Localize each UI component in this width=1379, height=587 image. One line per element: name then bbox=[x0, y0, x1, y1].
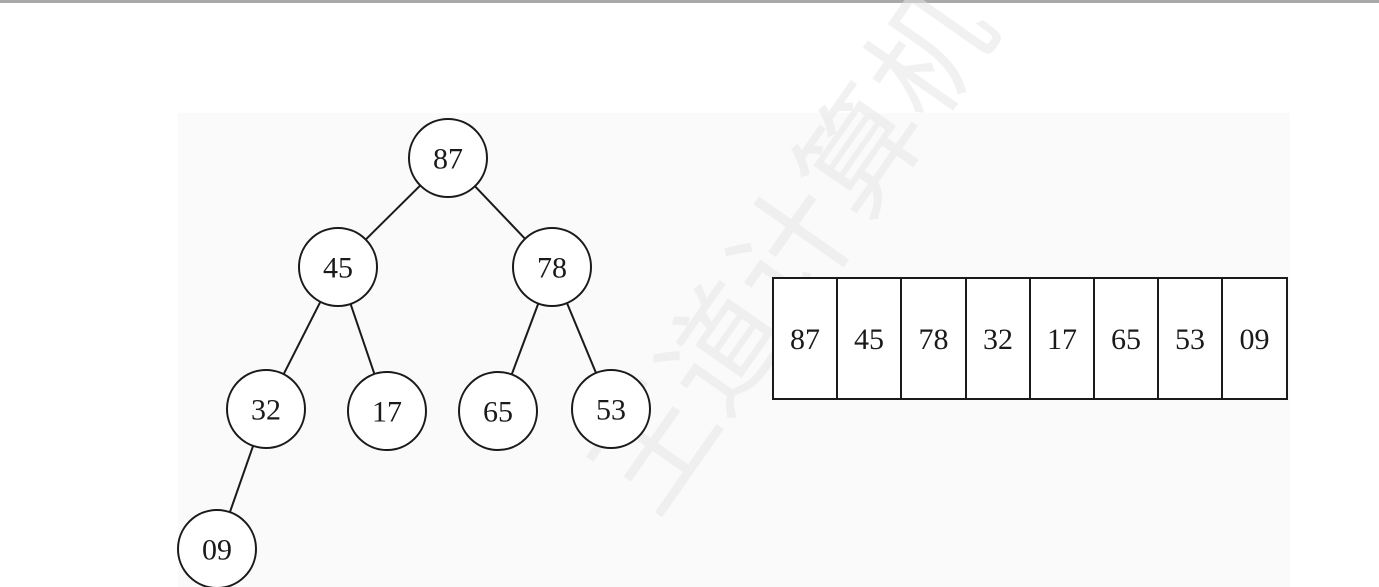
array-cell-5: 65 bbox=[1093, 277, 1159, 400]
tree-node-53: 53 bbox=[571, 369, 651, 449]
tree-node-circle bbox=[177, 509, 257, 587]
array-cell-box bbox=[1029, 277, 1095, 400]
array-cell-label: 78 bbox=[919, 323, 949, 356]
tree-edge-n2-n6 bbox=[566, 302, 597, 374]
array-cell-label: 32 bbox=[983, 323, 1013, 356]
tree-edge-n3-n7 bbox=[228, 445, 255, 513]
array-cell-label: 17 bbox=[1047, 323, 1077, 356]
tree-node-circle bbox=[298, 227, 378, 307]
tree-node-circle bbox=[408, 118, 488, 198]
tree-node-65: 65 bbox=[458, 371, 538, 451]
tree-edge-n2-n5 bbox=[510, 303, 540, 375]
array-cell-2: 78 bbox=[900, 277, 967, 400]
watermark: 王道计算机 bbox=[565, 0, 1023, 537]
tree-node-label: 65 bbox=[483, 396, 513, 429]
array-cell-box bbox=[1157, 277, 1223, 400]
tree-node-label: 32 bbox=[251, 394, 281, 427]
array-cell-label: 45 bbox=[854, 323, 884, 356]
array-cell-box bbox=[772, 277, 838, 400]
array-cell-1: 45 bbox=[836, 277, 902, 400]
array-cell-label: 87 bbox=[790, 323, 820, 356]
tree-edge-n0-n2 bbox=[474, 185, 526, 240]
tree-node-label: 45 bbox=[323, 252, 353, 285]
array-cell-label: 65 bbox=[1111, 323, 1141, 356]
tree-node-circle bbox=[512, 227, 592, 307]
tree-node-label: 87 bbox=[433, 143, 463, 176]
array-cell-box bbox=[836, 277, 902, 400]
tree-node-label: 17 bbox=[372, 396, 402, 429]
tree-node-87: 87 bbox=[408, 118, 488, 198]
tree-node-circle bbox=[347, 371, 427, 451]
tree-edge-n1-n3 bbox=[282, 301, 322, 375]
tree-edge-n0-n1 bbox=[364, 184, 422, 241]
tree-edge-n1-n4 bbox=[349, 303, 376, 375]
tree-node-45: 45 bbox=[298, 227, 378, 307]
array-cell-7: 09 bbox=[1221, 277, 1288, 400]
tree-node-circle bbox=[226, 369, 306, 449]
array-cell-label: 09 bbox=[1240, 323, 1270, 356]
watermark-text: 王道计算机 bbox=[565, 0, 1023, 537]
array-cell-0: 87 bbox=[772, 277, 838, 400]
tree-node-17: 17 bbox=[347, 371, 427, 451]
heap-array: 87 45 78 32 17 65 53 09 bbox=[772, 277, 1288, 400]
tree-node-09: 09 bbox=[177, 509, 257, 587]
tree-node-label: 53 bbox=[596, 394, 626, 427]
array-cell-box bbox=[1221, 277, 1288, 400]
array-cell-4: 17 bbox=[1029, 277, 1095, 400]
top-rule bbox=[0, 0, 1379, 3]
tree-node-32: 32 bbox=[226, 369, 306, 449]
tree-node-label: 09 bbox=[202, 534, 232, 567]
array-cell-box bbox=[1093, 277, 1159, 400]
tree-node-circle bbox=[571, 369, 651, 449]
tree-edges bbox=[228, 184, 597, 513]
tree-node-78: 78 bbox=[512, 227, 592, 307]
tree-node-label: 78 bbox=[537, 252, 567, 285]
array-cell-box bbox=[900, 277, 967, 400]
array-cell-label: 53 bbox=[1175, 323, 1205, 356]
array-cell-6: 53 bbox=[1157, 277, 1223, 400]
tree-node-circle bbox=[458, 371, 538, 451]
array-cell-3: 32 bbox=[965, 277, 1031, 400]
tree-nodes: 87 45 78 32 17 65 53 09 bbox=[177, 118, 651, 587]
